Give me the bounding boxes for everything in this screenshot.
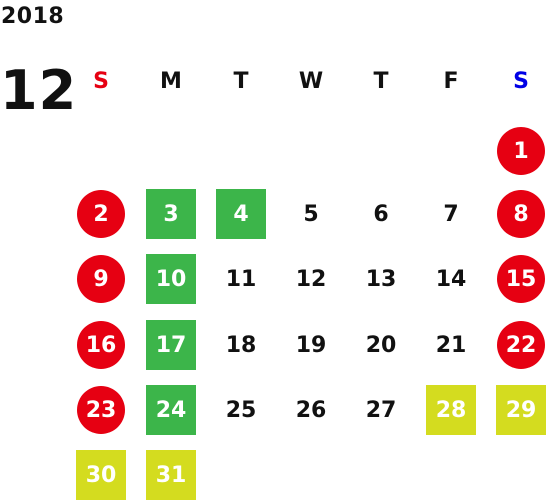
day-cell[interactable]: 31	[146, 450, 196, 500]
day-cell[interactable]: 3	[146, 189, 196, 239]
day-cell[interactable]: 18	[225, 332, 257, 358]
day-cell[interactable]: 22	[497, 321, 545, 369]
day-cell[interactable]: 6	[373, 201, 389, 227]
calendar-month: 12	[0, 59, 78, 122]
day-cell[interactable]: 25	[225, 397, 257, 423]
day-cell[interactable]: 12	[295, 266, 327, 292]
day-cell[interactable]: 26	[295, 397, 327, 423]
weekday-label: S	[513, 68, 529, 94]
day-cell[interactable]: 8	[497, 190, 545, 238]
weekday-label: M	[160, 68, 182, 94]
day-cell[interactable]: 13	[365, 266, 397, 292]
weekday-label: W	[298, 68, 324, 94]
day-cell[interactable]: 20	[365, 332, 397, 358]
calendar-year: 2018	[1, 4, 65, 29]
day-cell[interactable]: 9	[77, 255, 125, 303]
day-cell[interactable]: 14	[435, 266, 467, 292]
day-cell[interactable]: 23	[77, 386, 125, 434]
day-cell[interactable]: 7	[443, 201, 459, 227]
day-cell[interactable]: 27	[365, 397, 397, 423]
day-cell[interactable]: 4	[216, 189, 266, 239]
day-cell[interactable]: 2	[77, 190, 125, 238]
day-cell[interactable]: 5	[303, 201, 319, 227]
weekday-label: F	[443, 68, 459, 94]
day-cell[interactable]: 24	[146, 385, 196, 435]
day-cell[interactable]: 10	[146, 254, 196, 304]
day-cell[interactable]: 30	[76, 450, 126, 500]
day-cell[interactable]: 11	[225, 266, 257, 292]
weekday-label: T	[233, 68, 249, 94]
day-cell[interactable]: 15	[497, 255, 545, 303]
day-cell[interactable]: 16	[77, 321, 125, 369]
day-cell[interactable]: 28	[426, 385, 476, 435]
day-cell[interactable]: 19	[295, 332, 327, 358]
weekday-label: S	[93, 68, 109, 94]
day-cell[interactable]: 1	[497, 127, 545, 175]
day-cell[interactable]: 29	[496, 385, 546, 435]
day-cell[interactable]: 17	[146, 320, 196, 370]
weekday-label: T	[373, 68, 389, 94]
day-cell[interactable]: 21	[435, 332, 467, 358]
